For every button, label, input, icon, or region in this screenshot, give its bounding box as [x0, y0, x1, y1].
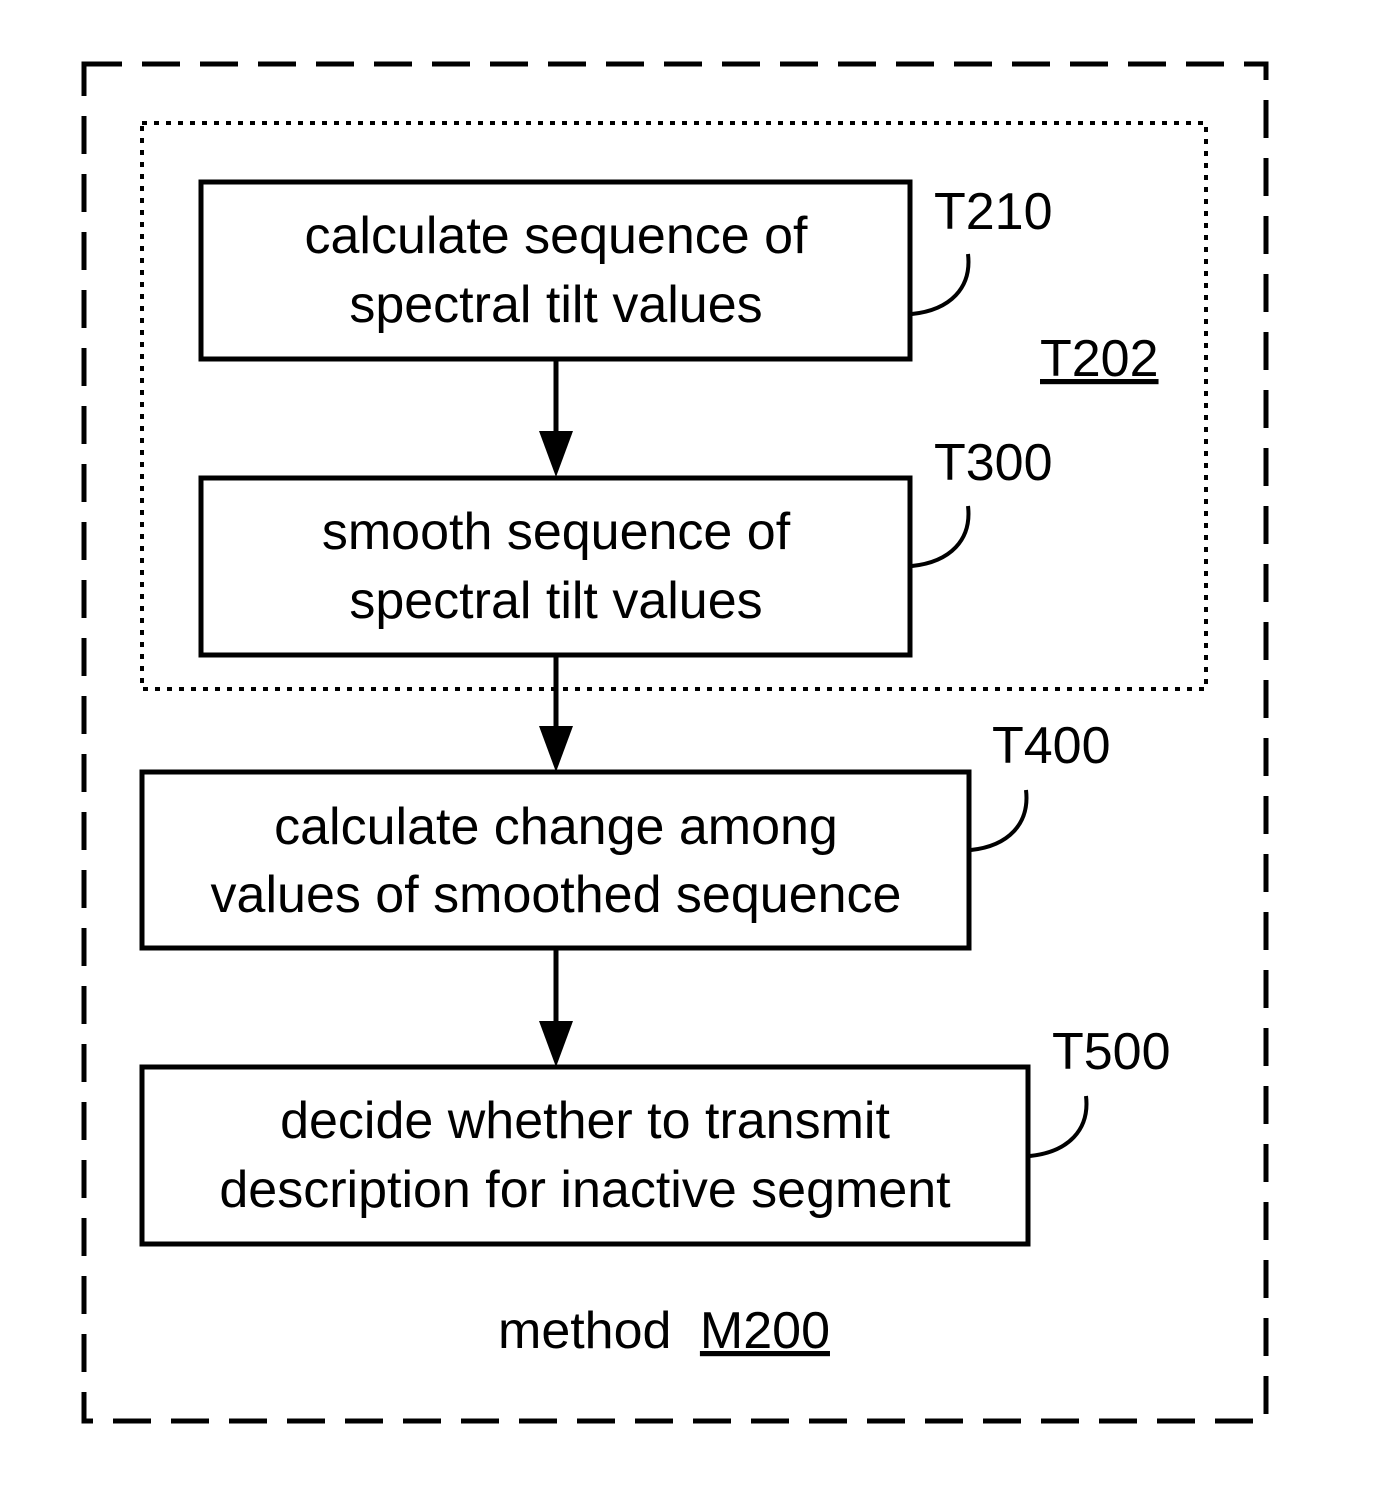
step-t400-line-1: calculate change among: [274, 798, 838, 856]
ref-label-t210: T210: [934, 183, 1053, 241]
step-t210-line-1: calculate sequence of: [304, 207, 808, 265]
step-t300-line-2: spectral tilt values: [349, 572, 762, 630]
ref-label-t400: T400: [992, 717, 1111, 775]
method-label-prefix: method: [498, 1302, 671, 1360]
step-t300: smooth sequence of spectral tilt values …: [201, 434, 1053, 655]
leader-t400: [971, 790, 1026, 850]
step-t300-line-1: smooth sequence of: [322, 503, 791, 561]
arrow-t400-t500: [539, 948, 573, 1067]
step-t210: calculate sequence of spectral tilt valu…: [201, 182, 1053, 359]
step-t400: calculate change among values of smoothe…: [142, 717, 1111, 948]
method-label-id: M200: [700, 1302, 830, 1360]
step-t400-line-2: values of smoothed sequence: [211, 866, 902, 924]
step-t210-line-2: spectral tilt values: [349, 276, 762, 334]
arrow-t210-t300: [539, 359, 573, 477]
leader-t500: [1030, 1096, 1086, 1156]
step-t500: decide whether to transmit description f…: [142, 1023, 1171, 1244]
leader-t210: [912, 254, 968, 314]
step-t500-line-1: decide whether to transmit: [280, 1092, 890, 1150]
step-t500-line-2: description for inactive segment: [219, 1161, 951, 1219]
leader-t300: [912, 506, 968, 566]
method-label: method M200: [498, 1302, 830, 1360]
ref-label-t300: T300: [934, 434, 1053, 492]
arrow-t300-t400: [539, 655, 573, 772]
ref-label-t500: T500: [1052, 1023, 1171, 1081]
group-label: T202: [1040, 330, 1159, 388]
